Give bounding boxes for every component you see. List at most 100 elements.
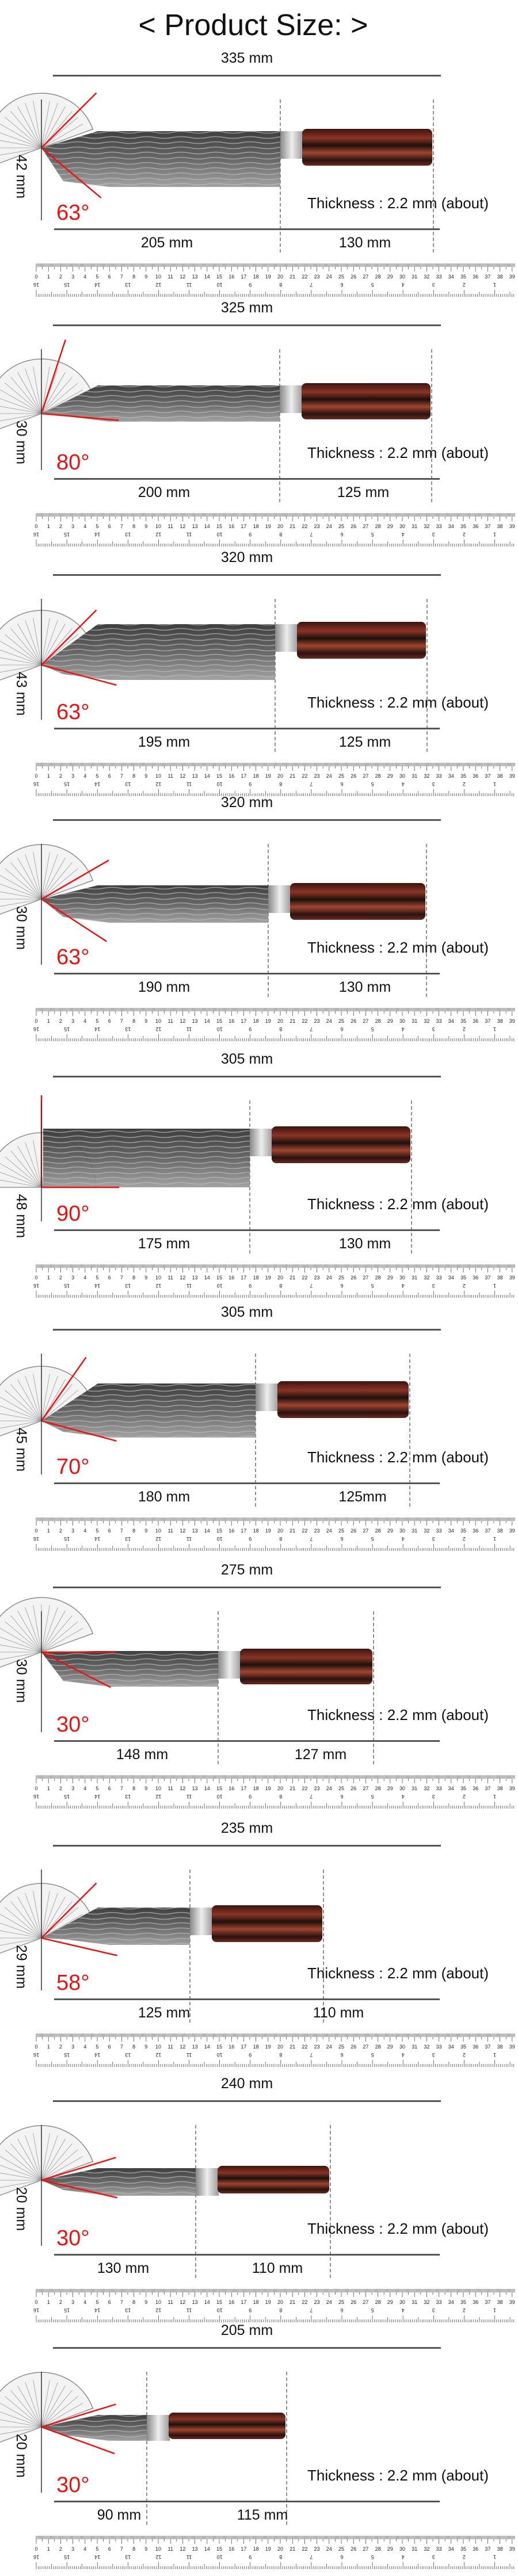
- protractor-spoke: [0, 1404, 42, 1421]
- ruler-cm-label: 22: [302, 1528, 307, 1534]
- ruler-cm-label: 11: [168, 523, 173, 529]
- ruler-cm-label: 33: [436, 274, 442, 280]
- protractor-spoke: [41, 1390, 78, 1421]
- ruler-inch-label: 15: [64, 532, 70, 537]
- ruler-cm-label: 34: [448, 1018, 454, 1024]
- protractor-spoke: [41, 1610, 66, 1653]
- blade-damascus-pattern: [43, 1129, 250, 1187]
- ruler-inch-label: 10: [217, 532, 223, 537]
- ruler-cm-label: 3: [71, 1786, 74, 1791]
- knife-handle: [302, 383, 431, 419]
- ruler-cm-label: 30: [399, 1018, 405, 1024]
- protractor-spoke: [25, 854, 42, 900]
- protractor-spoke: [0, 1644, 42, 1653]
- ruler-cm-label: 31: [412, 773, 417, 779]
- ruler-inch-label: 2: [463, 1536, 466, 1542]
- protractor-spoke: [0, 147, 42, 148]
- ruler-cm-label: 27: [363, 773, 368, 779]
- ruler-cm-label: 5: [96, 773, 98, 779]
- ruler-cm-label: 12: [180, 1786, 185, 1791]
- ruler-cm-label: 0: [35, 1275, 37, 1281]
- ruler-cm-label: 30: [399, 274, 405, 280]
- ruler-cm-label: 31: [412, 523, 417, 529]
- ruler-inch-label: 9: [249, 1026, 252, 1032]
- ruler-inch-label: 12: [155, 1536, 161, 1542]
- ruler-cm-label: 17: [241, 1018, 246, 1024]
- ruler-cm-label: 30: [399, 1275, 405, 1281]
- ruler-cm-label: 14: [204, 1018, 210, 1024]
- knife-bolster: [256, 1383, 279, 1411]
- ruler-inch-label: 16: [33, 781, 39, 787]
- ruler-cm-label: 12: [180, 773, 185, 779]
- ruler-cm-label: 31: [412, 1018, 417, 1024]
- ruler-inch-label: 11: [186, 1283, 192, 1289]
- protractor-spoke: [25, 102, 42, 148]
- ruler-inch-label: 8: [279, 532, 282, 537]
- ruler-inch-label: 5: [371, 781, 374, 787]
- ruler-cm-label: 18: [253, 523, 259, 529]
- ruler-inch-label: 8: [279, 282, 282, 288]
- ruler-inch-label: 13: [125, 1536, 131, 1542]
- ruler-cm-label: 6: [108, 523, 111, 529]
- ruler-cm-label: 32: [424, 274, 429, 280]
- ruler-cm-label: 7: [120, 274, 123, 280]
- protractor-spoke: [0, 413, 42, 414]
- protractor-spoke: [41, 1615, 73, 1653]
- protractor-spoke: [0, 1420, 42, 1421]
- protractor-spoke: [17, 623, 42, 666]
- ruler-cm-label: 8: [132, 1528, 135, 1534]
- protractor-spoke: [33, 618, 42, 666]
- angle-line: [41, 859, 109, 900]
- ruler-inch-label: 5: [371, 1283, 374, 1289]
- ruler-cm-label: 33: [436, 1018, 442, 1024]
- ruler-cm-label: 12: [180, 1018, 185, 1024]
- ruler-cm-label: 35: [460, 1275, 466, 1281]
- protractor-spoke: [0, 875, 42, 900]
- ruler-cm-label: 4: [83, 1786, 86, 1791]
- ruler-cm-label: 11: [168, 773, 173, 779]
- ruler-cm-label: 39: [509, 1018, 515, 1024]
- knife-bolster: [280, 131, 303, 159]
- ruler-cm-label: 19: [265, 1275, 271, 1281]
- ruler-cm-label: 38: [497, 773, 503, 779]
- ruler-inch-label: 2: [463, 532, 466, 537]
- ruler-cm-label: 19: [265, 1528, 271, 1534]
- ruler-cm-label: 12: [180, 1275, 185, 1281]
- ruler-cm-label: 25: [338, 1275, 344, 1281]
- ruler-cm-label: 38: [497, 1018, 503, 1024]
- ruler-cm-label: 11: [168, 1275, 173, 1281]
- ruler-inch-label: 14: [94, 1536, 100, 1542]
- protractor-spoke: [0, 389, 42, 414]
- ruler-cm-label: 19: [265, 773, 271, 779]
- ruler-cm-label: 11: [168, 1018, 173, 1024]
- ruler-inch-label: 4: [402, 1794, 405, 1799]
- protractor-spoke: [0, 890, 42, 900]
- protractor-spoke: [0, 664, 42, 666]
- ruler-cm-label: 25: [338, 274, 344, 280]
- ruler-cm-label: 4: [83, 773, 86, 779]
- protractor-spoke: [25, 1607, 42, 1653]
- ruler-cm-label: 4: [83, 1528, 86, 1534]
- protractor-spoke: [10, 1615, 42, 1653]
- ruler-cm-label: 16: [228, 1018, 234, 1024]
- protractor-spoke: [0, 405, 42, 414]
- ruler-inch-label: 1: [493, 1026, 496, 1032]
- ruler-inch-label: 12: [155, 532, 161, 537]
- ruler-inch-label: 3: [432, 1026, 435, 1032]
- ruler-cm-label: 23: [314, 1528, 320, 1534]
- ruler-cm-label: 0: [35, 1528, 37, 1534]
- ruler-inch-label: 14: [94, 282, 100, 288]
- ruler-cm-label: 37: [485, 274, 490, 280]
- ruler-cm-label: 29: [387, 523, 393, 529]
- ruler-cm-label: 39: [509, 523, 515, 529]
- ruler-cm-label: 25: [338, 1018, 344, 1024]
- angle-line: [41, 664, 117, 686]
- ruler-cm-label: 0: [35, 274, 37, 280]
- protractor-spoke: [0, 124, 42, 148]
- ruler-inch-label: 9: [249, 1536, 252, 1542]
- ruler-cm-label: 23: [314, 1786, 320, 1791]
- protractor-icon: [0, 93, 94, 167]
- protractor-spoke: [5, 1156, 42, 1188]
- ruler-cm-label: 21: [290, 1786, 295, 1791]
- ruler-cm-label: 12: [180, 1528, 185, 1534]
